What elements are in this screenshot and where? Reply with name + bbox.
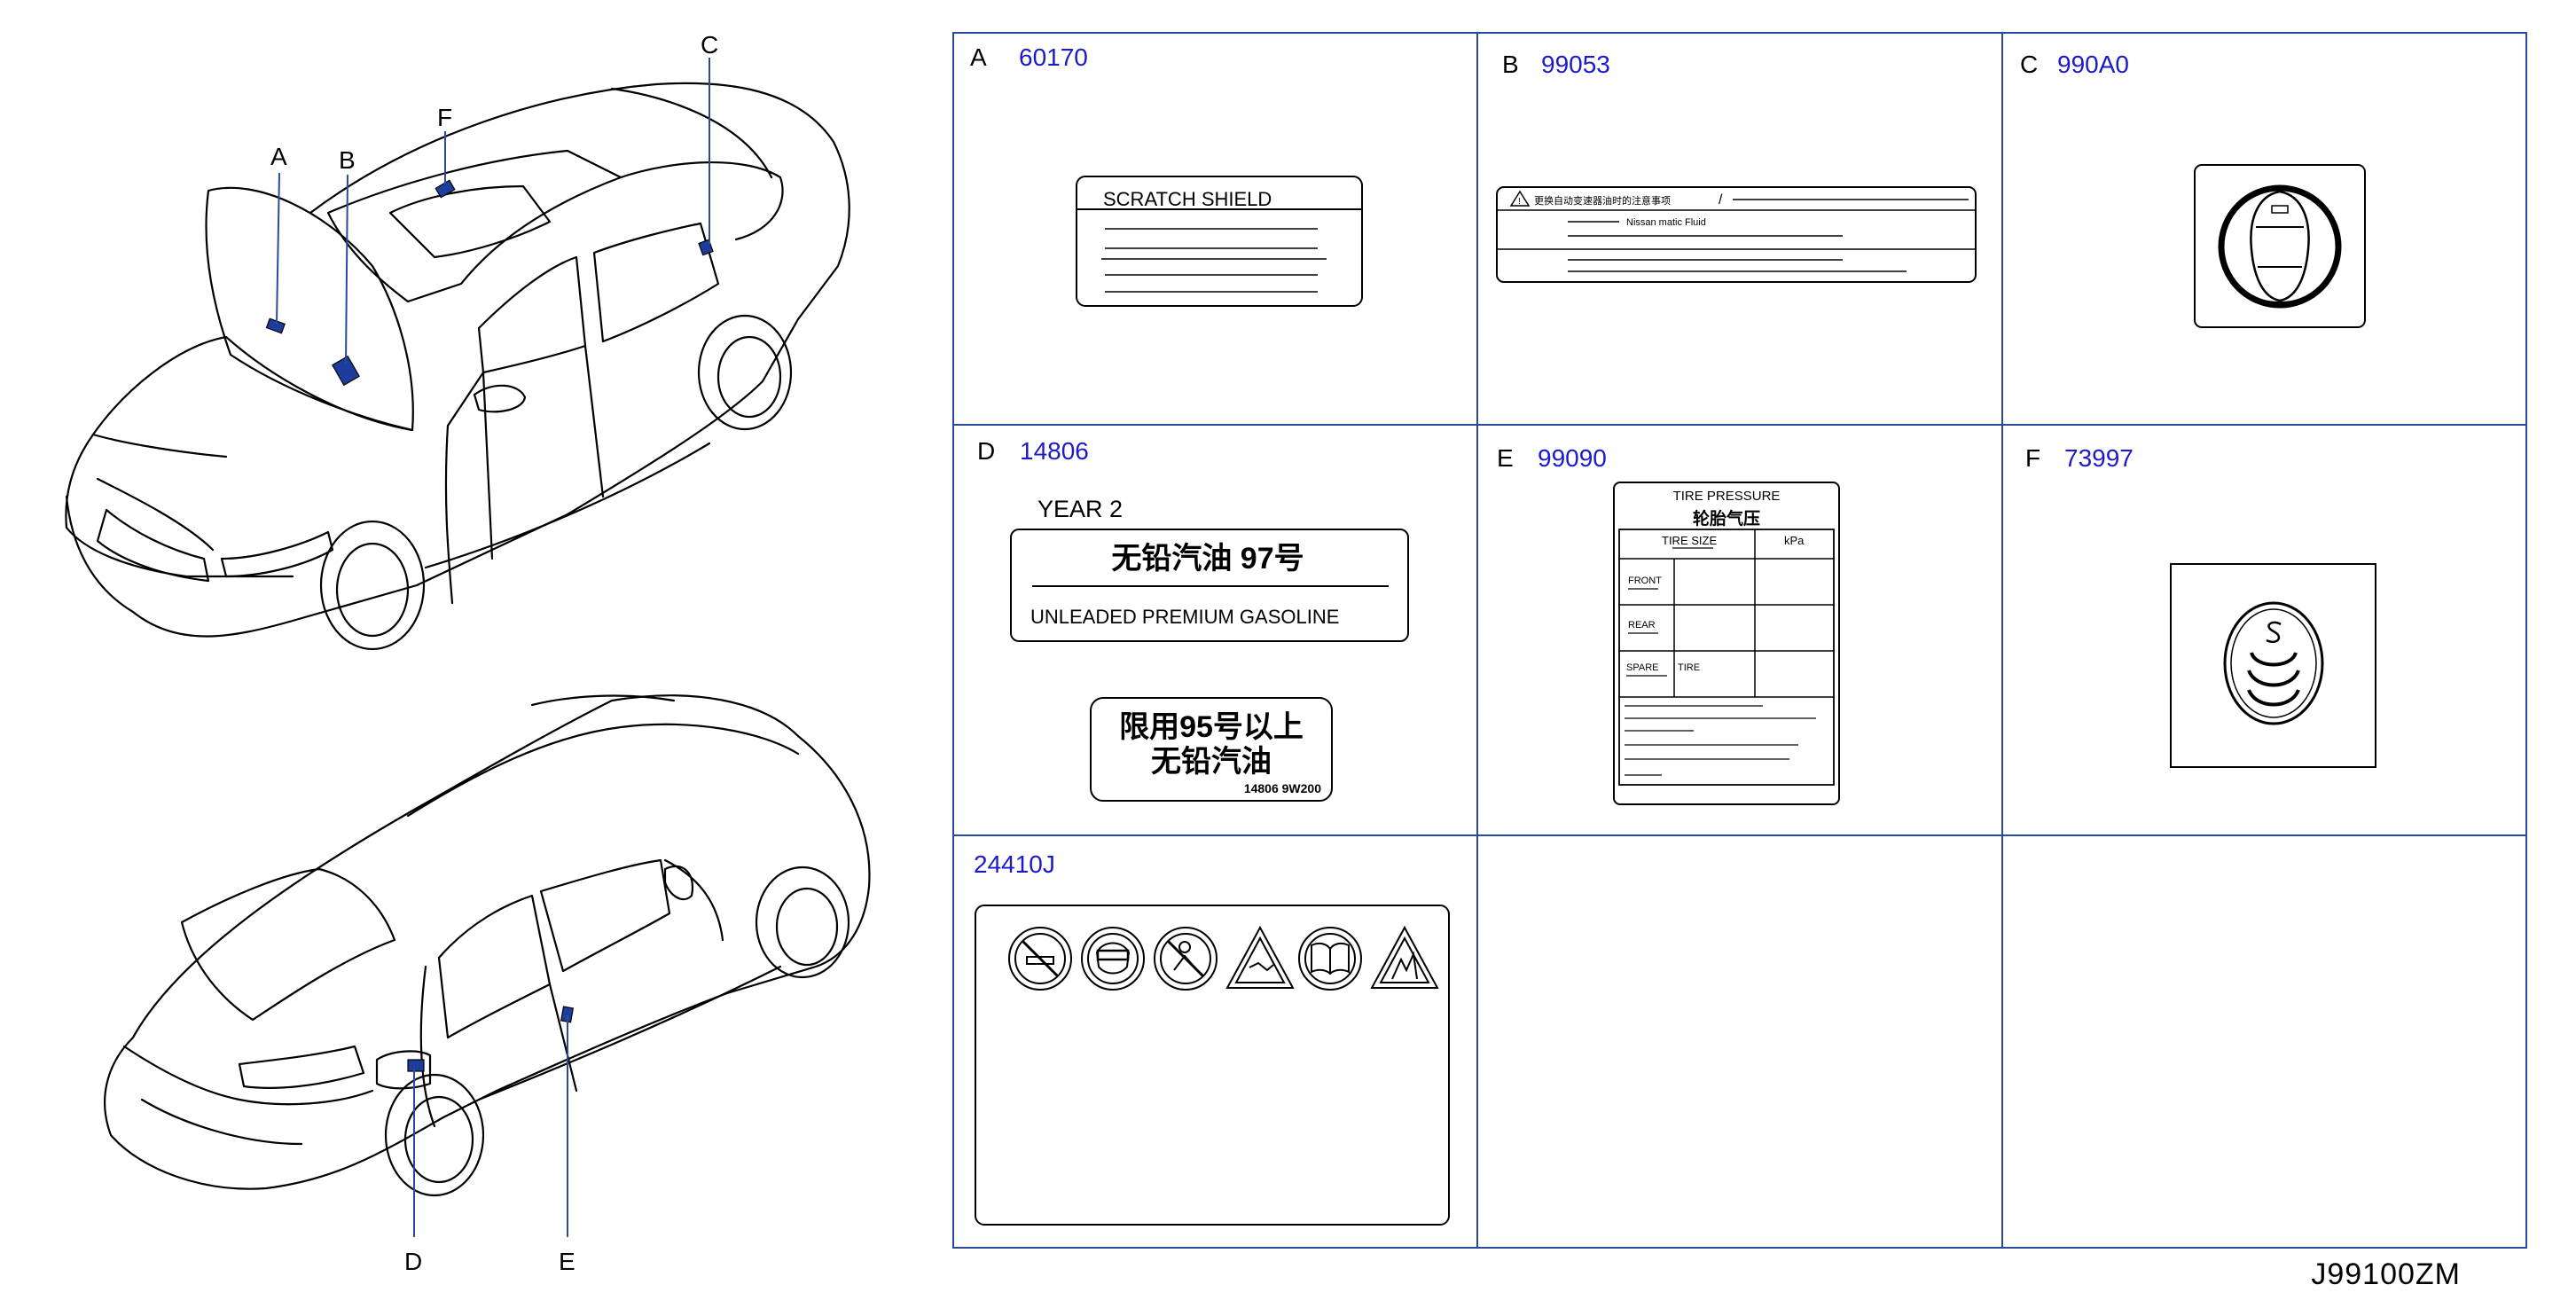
label-tire-size-header: TIRE SIZE (1662, 534, 1717, 547)
cell-b: B 99053 ! 更换自动变速器油时的注意事项 / Nissan matic … (1496, 51, 1977, 283)
callout-c: C (701, 31, 718, 59)
cell-letter: A (970, 43, 987, 71)
cell-c: C 990A0 (2020, 51, 2366, 328)
callout-a: A (270, 143, 287, 170)
part-code: 24410J (974, 850, 1055, 878)
label-fuel-sticker-line2: 无铅汽油 (1151, 745, 1272, 779)
label-atf-caution (1496, 186, 1977, 283)
no-smoking-icon (1008, 927, 1072, 991)
label-tire-kpa-header: kPa (1784, 534, 1805, 547)
label-tire-title-cn: 轮胎气压 (1693, 508, 1760, 529)
explosion-warning-icon (1370, 925, 1439, 989)
grid-frame (952, 32, 2527, 1249)
sticker-marker-a (265, 317, 286, 334)
sticker-markers (265, 179, 714, 1072)
label-battery-warning (975, 905, 1450, 1226)
cell-a: A 60170 SCRATCH SHIELD (970, 43, 1363, 307)
cell-letter: E (1497, 444, 1514, 472)
label-fuel-year: YEAR 2 (1037, 496, 1123, 522)
part-code: 73997 (2064, 444, 2134, 472)
airbag-arc-icon (2250, 652, 2298, 667)
part-code: 99090 (1538, 444, 1607, 472)
label-fuel-unleaded (1010, 529, 1409, 642)
callout-d: D (404, 1248, 422, 1275)
label-fuel-en: UNLEADED PREMIUM GASOLINE (1030, 606, 1339, 628)
callout-e: E (559, 1248, 575, 1275)
label-fuel-sticker-code: 14806 9W200 (1244, 781, 1321, 795)
callout-f: F (437, 104, 452, 131)
eye-protection-icon (1081, 927, 1145, 991)
sticker-marker-e (560, 1006, 575, 1023)
label-fuel-sticker (1090, 697, 1333, 802)
label-scratch-shield-title: SCRATCH SHIELD (1103, 188, 1272, 210)
warning-triangle-icon (1509, 190, 1531, 207)
leader-lines (276, 58, 710, 1237)
part-code: 60170 (1019, 43, 1088, 71)
cell-letter: C (2020, 51, 2038, 78)
label-tire-spare-tire: TIRE (1678, 662, 1700, 673)
document-number: J99100ZM (2311, 1257, 2461, 1291)
label-grid: A 60170 SCRATCH SHIELD B 99053 ! (952, 32, 2527, 1249)
label-airbag-symbol (2170, 563, 2376, 768)
label-atf-fluid: Nissan matic Fluid (1626, 217, 1706, 228)
car-top-icon (2250, 190, 2310, 302)
sticker-marker-c (698, 239, 714, 256)
cell-letter: F (2025, 444, 2040, 472)
label-tire-title: TIRE PRESSURE (1673, 489, 1781, 504)
label-fuel-sticker-line1: 限用95号以上 (1119, 710, 1304, 744)
key-icon (2271, 205, 2289, 214)
label-vehicle-symbol (2194, 164, 2366, 328)
part-code: 990A0 (2057, 51, 2129, 78)
sticker-marker-f (435, 179, 456, 199)
callout-b: B (339, 146, 356, 174)
cell-g: 24410J (974, 850, 1450, 1226)
label-atf-slash: / (1719, 192, 1723, 208)
exclamation-icon: ! (1518, 197, 1521, 207)
read-manual-icon (1298, 927, 1362, 991)
label-fuel-cn: 无铅汽油 97号 (1111, 542, 1304, 576)
leader-line-b (345, 174, 348, 364)
cell-e: E 99090 TIRE PRESSURE 轮胎气压 TIRE SIZE k (1497, 444, 1840, 805)
leader-line-a (276, 172, 280, 325)
sticker-marker-d (407, 1059, 425, 1072)
airbag-s-icon (2266, 621, 2282, 644)
vehicle-illustrations: A B C F D E (65, 31, 871, 1275)
part-code: 99053 (1541, 51, 1610, 78)
label-tire-spare: SPARE (1626, 662, 1658, 673)
cell-letter: B (1502, 51, 1519, 78)
sticker-marker-b (332, 355, 360, 387)
label-tire-rear: REAR (1628, 620, 1656, 631)
corrosive-warning-icon (1225, 925, 1295, 989)
part-code: 14806 (1020, 437, 1089, 465)
cell-f: F 73997 (2025, 444, 2376, 768)
cell-letter: D (977, 437, 995, 465)
label-atf-warning: 更换自动变速器油时的注意事项 (1534, 194, 1671, 207)
label-scratch-shield (1076, 176, 1363, 307)
cell-d: D 14806 YEAR 2 无铅汽油 97号 UNLEADED PREMIUM… (977, 437, 1409, 802)
rear-car-drawing (104, 694, 871, 1197)
front-car-drawing (65, 82, 850, 651)
label-tire-pressure (1613, 482, 1840, 805)
label-tire-front: FRONT (1628, 576, 1662, 586)
keep-children-away-icon (1154, 927, 1218, 991)
